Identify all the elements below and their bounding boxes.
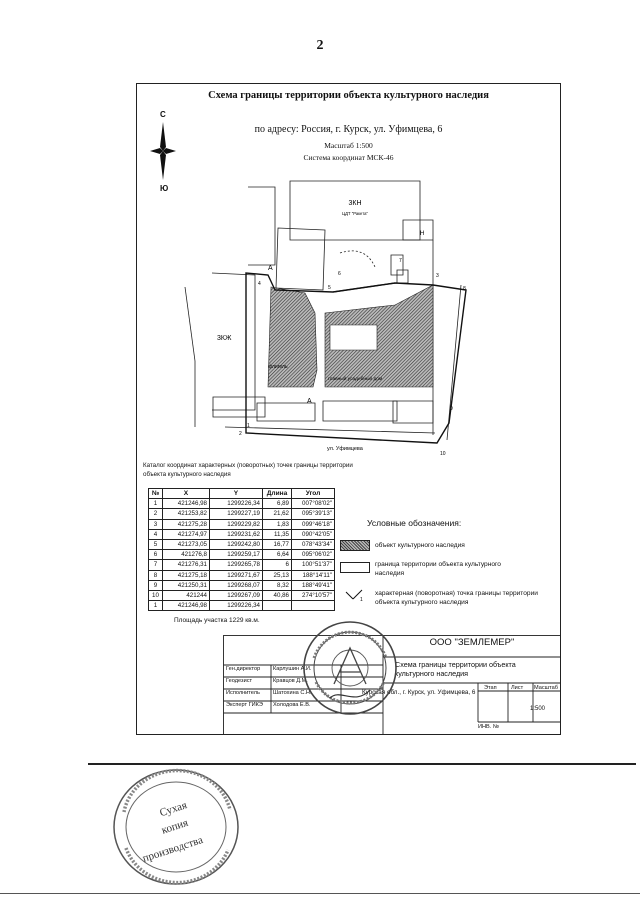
document-title: Схема границы территории объекта культур…	[395, 660, 516, 678]
compass-rose-icon	[150, 122, 176, 180]
point-10: 10	[440, 451, 446, 457]
heritage-area-main-house	[324, 284, 434, 388]
catalog-title: Каталог координат характерных (поворотны…	[143, 462, 353, 478]
legend-title: Условные обозначения:	[367, 518, 462, 528]
label-a-bottom: А	[307, 398, 312, 405]
legend-boundary-swatch	[340, 562, 370, 573]
building-outline	[322, 400, 398, 422]
site-area: Площадь участка 1229 кв.м.	[174, 617, 260, 624]
stamp-name-4: Холодова Е.В.	[273, 702, 311, 708]
site-plan: 3КН ЦДТ "Ракета" Н 3КЖ А А флигель главн…	[184, 180, 467, 457]
stamp-role-4: Эксперт ГИКЭ	[226, 702, 263, 708]
site-location: Курская обл., г. Курск, ул. Уфимцева, 6	[362, 689, 476, 696]
label-center: ЦДТ "Ракета"	[342, 211, 368, 216]
table-header-row: № X Y Длина Угол	[148, 487, 335, 500]
col-header-angle: Угол	[291, 487, 335, 500]
label-flygel: флигель	[268, 364, 288, 370]
svg-text:копия: копия	[160, 817, 190, 837]
drawing-scale: Масштаб 1:500	[324, 141, 373, 150]
drawing-title: Схема границы территории объекта культур…	[208, 90, 489, 101]
label-3kzh: 3КЖ	[217, 335, 232, 342]
building-outline	[396, 269, 409, 284]
drawing-address: по адресу: Россия, г. Курск, ул. Уфимцев…	[254, 124, 443, 135]
stamp-role-1: Ген.директор	[226, 666, 261, 672]
heritage-area-flygel	[267, 286, 318, 388]
building-outline	[212, 396, 266, 418]
compass-north-label: С	[160, 110, 166, 119]
point-1: 1	[247, 423, 250, 429]
legend-point-icon: 1	[345, 589, 363, 602]
label-3kn: 3КН	[348, 200, 361, 207]
company-seal-image	[303, 621, 397, 715]
point-9: 9	[450, 406, 453, 412]
building-outline	[392, 400, 434, 424]
col-header-y: Y	[209, 487, 263, 500]
coordinate-system: Система координат МСК-46	[303, 153, 394, 162]
col-scale: Масштаб	[534, 685, 558, 691]
legend-heritage-swatch	[340, 540, 370, 551]
stamp-name-2: Кравцов Д.М.	[273, 678, 308, 684]
point-8: 8	[463, 286, 466, 292]
inventory-number-label: ИНВ. №	[478, 724, 499, 730]
building-outline	[402, 219, 434, 241]
point-6: 6	[338, 271, 341, 277]
col-header-number: №	[148, 487, 163, 500]
building-outline	[256, 402, 316, 422]
compass-south-label: Ю	[160, 184, 169, 193]
point-2: 2	[239, 431, 242, 437]
stamp-name-1: Карлушин А.И.	[273, 666, 312, 672]
col-header-length: Длина	[262, 487, 292, 500]
label-a-top: А	[268, 265, 273, 272]
legend-heritage-label: объект культурного наследия	[375, 542, 465, 549]
legend-point-label: характерная (поворотная) точка границы т…	[375, 590, 538, 606]
courtyard	[329, 324, 378, 351]
building-outline	[211, 272, 256, 411]
building-outline	[275, 227, 326, 291]
col-sheet: Лист	[511, 685, 524, 691]
stamp-name-3: Шатохина С.Н.	[273, 690, 312, 696]
building-outline	[390, 254, 404, 276]
col-header-x: X	[162, 487, 210, 500]
legend-point-index: 1	[360, 597, 363, 602]
company-name: ООО "ЗЕМЛЕМЕР"	[429, 637, 515, 648]
copy-stamp-image: Сухая копия производства	[113, 768, 239, 885]
svg-text:Сухая: Сухая	[158, 799, 188, 819]
page-number: 2	[316, 38, 324, 53]
stamp-role-3: Исполнитель	[226, 690, 260, 696]
point-7: 7	[399, 258, 402, 264]
point-5: 5	[328, 285, 331, 291]
svg-text:производства: производства	[141, 834, 204, 865]
page-divider-bottom	[0, 893, 640, 895]
col-stage: Этап	[484, 685, 497, 691]
point-4: 4	[258, 281, 261, 287]
label-street: ул. Уфимцева	[327, 446, 364, 452]
label-main-house: главный усадебный дом	[328, 375, 382, 382]
page-divider-top	[88, 763, 636, 765]
building-outline	[248, 186, 276, 266]
legend-boundary-label: граница территории объекта культурного н…	[375, 561, 501, 577]
label-n: Н	[420, 231, 424, 237]
point-3: 3	[436, 273, 439, 279]
scale-value: 1:500	[530, 706, 546, 712]
stamp-role-2: Геодезист	[226, 678, 253, 684]
